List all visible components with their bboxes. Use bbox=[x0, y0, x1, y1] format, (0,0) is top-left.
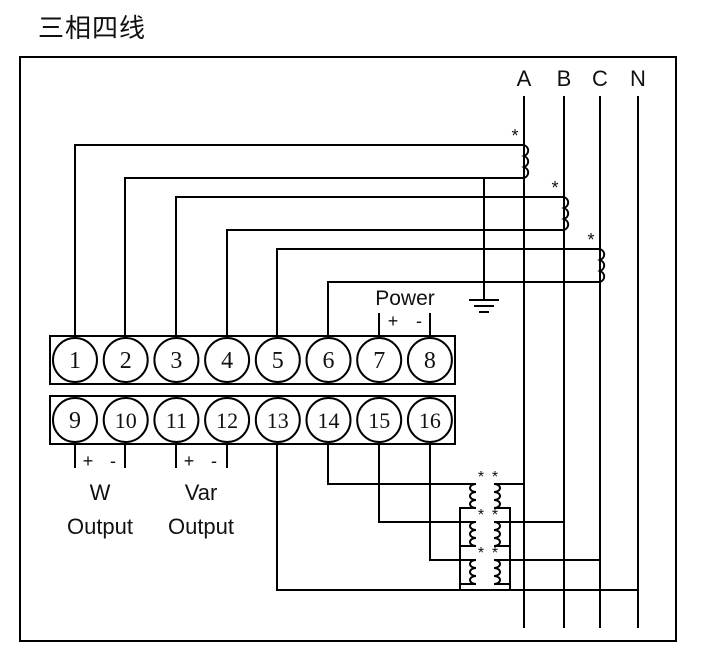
var-output-label: Var bbox=[185, 480, 218, 505]
terminal-10 bbox=[102, 397, 149, 443]
terminal-number: 15 bbox=[368, 408, 390, 433]
vt-polarity-marks: * * * * * * bbox=[478, 469, 498, 562]
current-transformers bbox=[521, 144, 606, 283]
voltage-wires bbox=[276, 444, 638, 591]
polarity-mark: * bbox=[478, 545, 484, 562]
terminal-3 bbox=[153, 337, 200, 383]
terminal-number: 6 bbox=[323, 348, 335, 374]
terminal-1 bbox=[52, 337, 98, 383]
wire-terminal-3 bbox=[175, 196, 564, 336]
terminal-number: 4 bbox=[221, 348, 233, 374]
wire-terminal-5 bbox=[276, 248, 600, 336]
terminal-row-top: 1 2 3 4 5 6 7 8 bbox=[52, 337, 453, 383]
power-leads bbox=[378, 313, 431, 336]
ct-wires bbox=[74, 144, 600, 336]
w-output-sublabel: Output bbox=[67, 514, 133, 539]
terminal-8 bbox=[406, 337, 453, 383]
polarity-mark: * bbox=[478, 469, 484, 486]
terminal-11 bbox=[153, 397, 200, 443]
ct-coil-c bbox=[597, 248, 606, 283]
diagram-frame bbox=[19, 56, 677, 642]
w-output-minus-sign: - bbox=[110, 451, 116, 471]
polarity-mark: * bbox=[511, 126, 518, 146]
terminal-4 bbox=[204, 337, 251, 383]
terminal-number: 7 bbox=[373, 348, 385, 374]
polarity-mark: * bbox=[587, 230, 594, 250]
wire-terminal-4 bbox=[226, 229, 564, 336]
terminal-number: 14 bbox=[318, 408, 340, 433]
wire-terminal-6 bbox=[327, 281, 600, 336]
terminal-number: 9 bbox=[69, 408, 81, 434]
phase-label-b: B bbox=[557, 66, 572, 91]
terminal-14 bbox=[305, 397, 352, 443]
terminal-2 bbox=[102, 337, 149, 383]
phase-label-c: C bbox=[592, 66, 608, 91]
var-output-sublabel: Output bbox=[168, 514, 234, 539]
w-output-plus-sign: + bbox=[83, 451, 94, 471]
terminal-16 bbox=[406, 397, 453, 443]
voltage-coils bbox=[469, 483, 501, 585]
wire-terminal-2 bbox=[124, 177, 524, 336]
wire-terminal-13 bbox=[276, 444, 638, 591]
diagram-title: 三相四线 bbox=[38, 14, 147, 44]
wire-terminal-14 bbox=[327, 444, 476, 485]
ct-coil-b bbox=[561, 196, 570, 231]
power-plus-sign: + bbox=[388, 311, 399, 331]
terminal-6 bbox=[305, 337, 352, 383]
w-output-label: W bbox=[90, 480, 111, 505]
terminal-number: 8 bbox=[424, 348, 436, 374]
terminal-number: 10 bbox=[115, 408, 137, 433]
terminal-15 bbox=[356, 397, 403, 443]
phase-label-n: N bbox=[630, 66, 646, 91]
polarity-mark: * bbox=[492, 469, 498, 486]
power-minus-sign: - bbox=[416, 311, 422, 331]
terminal-7 bbox=[356, 337, 403, 383]
polarity-mark: * bbox=[551, 178, 558, 198]
polarity-mark: * bbox=[478, 507, 484, 524]
phase-labels: A B C N bbox=[517, 66, 646, 91]
ct-polarity-marks: * * * bbox=[511, 126, 594, 250]
terminal-9 bbox=[52, 397, 98, 443]
terminal-number: 5 bbox=[272, 348, 284, 374]
var-output-plus-sign: + bbox=[184, 451, 195, 471]
terminal-number: 12 bbox=[216, 408, 238, 433]
output-leads bbox=[74, 444, 228, 468]
terminal-number: 16 bbox=[419, 408, 441, 433]
ct-coil-a bbox=[521, 144, 530, 179]
polarity-mark: * bbox=[492, 545, 498, 562]
terminal-12 bbox=[204, 397, 251, 443]
terminal-number: 1 bbox=[69, 348, 81, 374]
terminal-13 bbox=[254, 397, 301, 443]
phase-lines bbox=[523, 96, 639, 628]
polarity-mark: * bbox=[492, 507, 498, 524]
terminal-number: 11 bbox=[166, 408, 187, 433]
phase-label-a: A bbox=[517, 66, 532, 91]
terminal-number: 13 bbox=[267, 408, 289, 433]
wire-terminal-1 bbox=[74, 144, 524, 336]
wire-terminal-15 bbox=[378, 444, 476, 523]
ground-icon bbox=[469, 299, 499, 313]
terminal-number: 3 bbox=[170, 348, 182, 374]
terminal-5 bbox=[254, 337, 301, 383]
power-label: Power bbox=[375, 287, 435, 310]
terminal-row-bottom: 9 10 11 12 13 14 15 16 bbox=[52, 397, 453, 443]
terminal-number: 2 bbox=[120, 348, 132, 374]
var-output-minus-sign: - bbox=[211, 451, 217, 471]
